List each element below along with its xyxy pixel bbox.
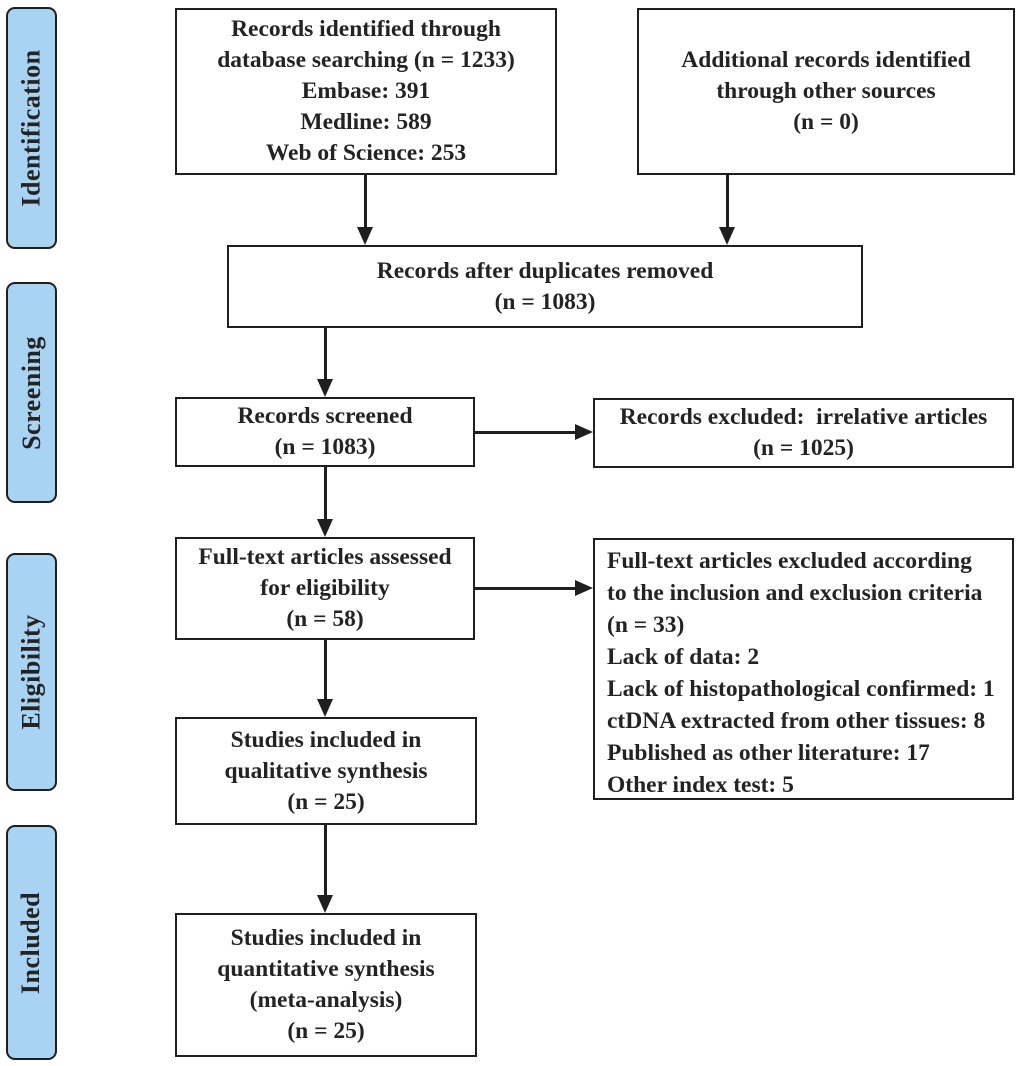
stage-eligibility: Eligibility	[6, 553, 57, 791]
arrow-fulltext-to-qualitative	[317, 640, 332, 717]
stage-eligibility-label: Eligibility	[16, 614, 46, 730]
box-line: (n = 1083)	[274, 434, 376, 460]
box-line: to the inclusion and exclusion criteria	[607, 580, 983, 606]
stage-identification-label: Identification	[16, 49, 46, 207]
box-line: database searching (n = 1233)	[217, 47, 515, 73]
box-line: (n = 0)	[793, 109, 859, 135]
box-line: Published as other literature: 17	[607, 740, 930, 766]
box-line: Other index test: 5	[607, 772, 794, 798]
box-line: Records excluded: irrelative articles	[619, 404, 988, 430]
box-fulltext-assessed: Full-text articles assessed for eligibil…	[175, 537, 475, 640]
box-line: Medline: 589	[300, 109, 432, 135]
box-line: (n = 1083)	[494, 288, 596, 315]
box-fulltext-excluded: Full-text articles excluded according to…	[593, 538, 1014, 800]
box-line: (n = 1025)	[753, 435, 854, 461]
box-line: Web of Science: 253	[265, 140, 467, 166]
box-line: Records screened	[237, 403, 413, 429]
box-line: qualitative synthesis	[224, 757, 428, 784]
box-line: Studies included in	[230, 925, 422, 951]
box-line: Records after duplicates removed	[376, 257, 714, 284]
box-records-excluded: Records excluded: irrelative articles (n…	[593, 398, 1014, 468]
arrow-screened-to-excluded	[474, 424, 593, 439]
box-duplicates-removed: Records after duplicates removed (n = 10…	[227, 245, 863, 328]
box-line: (n = 25)	[287, 1018, 365, 1044]
arrow-qualitative-to-quantitative	[317, 825, 332, 913]
box-qualitative-synthesis: Studies included in qualitative synthesi…	[175, 717, 477, 825]
stage-screening: Screening	[6, 282, 57, 503]
box-line: Lack of data: 2	[607, 644, 760, 670]
box-line: Studies included in	[230, 726, 422, 753]
box-line: quantitative synthesis	[217, 956, 435, 982]
stage-included: Included	[6, 825, 57, 1060]
box-line: ctDNA extracted from other tissues: 8	[607, 708, 986, 734]
box-line: Full-text articles excluded according	[607, 548, 972, 574]
box-line: for eligibility	[260, 575, 390, 601]
box-line: (n = 25)	[287, 788, 365, 815]
box-records-screened: Records screened (n = 1083)	[175, 397, 475, 467]
box-quantitative-synthesis: Studies included in quantitative synthes…	[175, 913, 477, 1057]
box-line: Lack of histopathological confirmed: 1	[607, 676, 995, 702]
stage-identification: Identification	[6, 7, 57, 249]
arrow-fulltext-to-excluded	[474, 580, 593, 595]
box-line: Embase: 391	[301, 78, 431, 104]
box-line: (n = 33)	[607, 612, 685, 638]
arrow-duplicates-to-screened	[317, 328, 332, 397]
arrow-screened-to-fulltext	[317, 467, 332, 537]
box-line: (meta-analysis)	[249, 987, 403, 1013]
stage-screening-label: Screening	[16, 335, 46, 450]
box-line: Records identified through	[231, 16, 501, 42]
arrow-identified-to-duplicates	[357, 175, 372, 245]
box-line: (n = 58)	[286, 606, 364, 632]
box-line: through other sources	[716, 78, 936, 104]
stage-included-label: Included	[16, 891, 46, 994]
arrow-additional-to-duplicates	[719, 175, 734, 245]
box-line: Additional records identified	[681, 47, 971, 73]
box-additional-records: Additional records identified through ot…	[637, 8, 1015, 175]
box-line: Full-text articles assessed	[198, 544, 452, 570]
box-records-identified: Records identified through database sear…	[175, 8, 557, 175]
